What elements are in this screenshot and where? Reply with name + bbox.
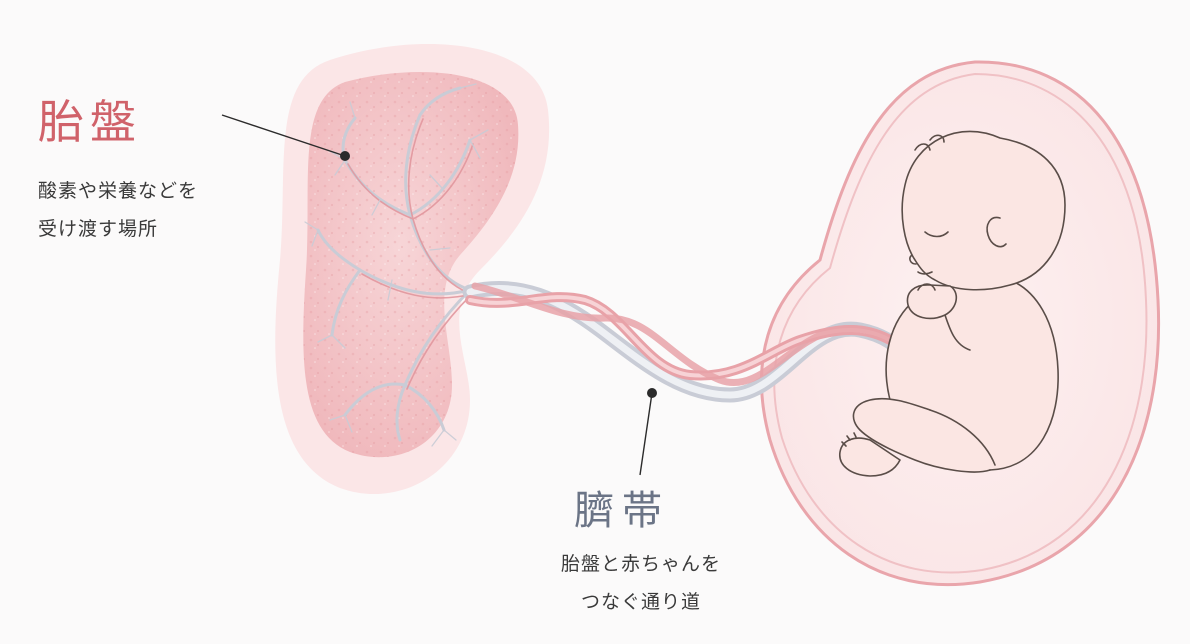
cord-leader-dot <box>647 388 657 398</box>
umbilical-cord <box>462 281 918 403</box>
placenta-description: 酸素や栄養などを 受け渡す場所 <box>38 172 198 248</box>
placenta-leader-line <box>221 114 346 157</box>
cord-leader-line <box>639 392 653 476</box>
placenta <box>275 44 550 495</box>
umbilical-cord-description: 胎盤と赤ちゃんを つなぐ通り道 <box>536 545 746 621</box>
placenta-title: 胎盤 <box>38 95 142 149</box>
umbilical-cord-description-line-1: 胎盤と赤ちゃんを <box>560 553 721 575</box>
umbilical-cord-description-line-2: つなぐ通り道 <box>580 591 701 613</box>
placenta-description-line-1: 酸素や栄養などを <box>38 180 199 202</box>
placenta-description-line-2: 受け渡す場所 <box>38 218 159 240</box>
leader-lines <box>221 114 657 476</box>
umbilical-cord-title: 臍帯 <box>574 488 670 534</box>
fetus <box>839 130 1066 477</box>
placenta-leader-dot <box>340 151 350 161</box>
